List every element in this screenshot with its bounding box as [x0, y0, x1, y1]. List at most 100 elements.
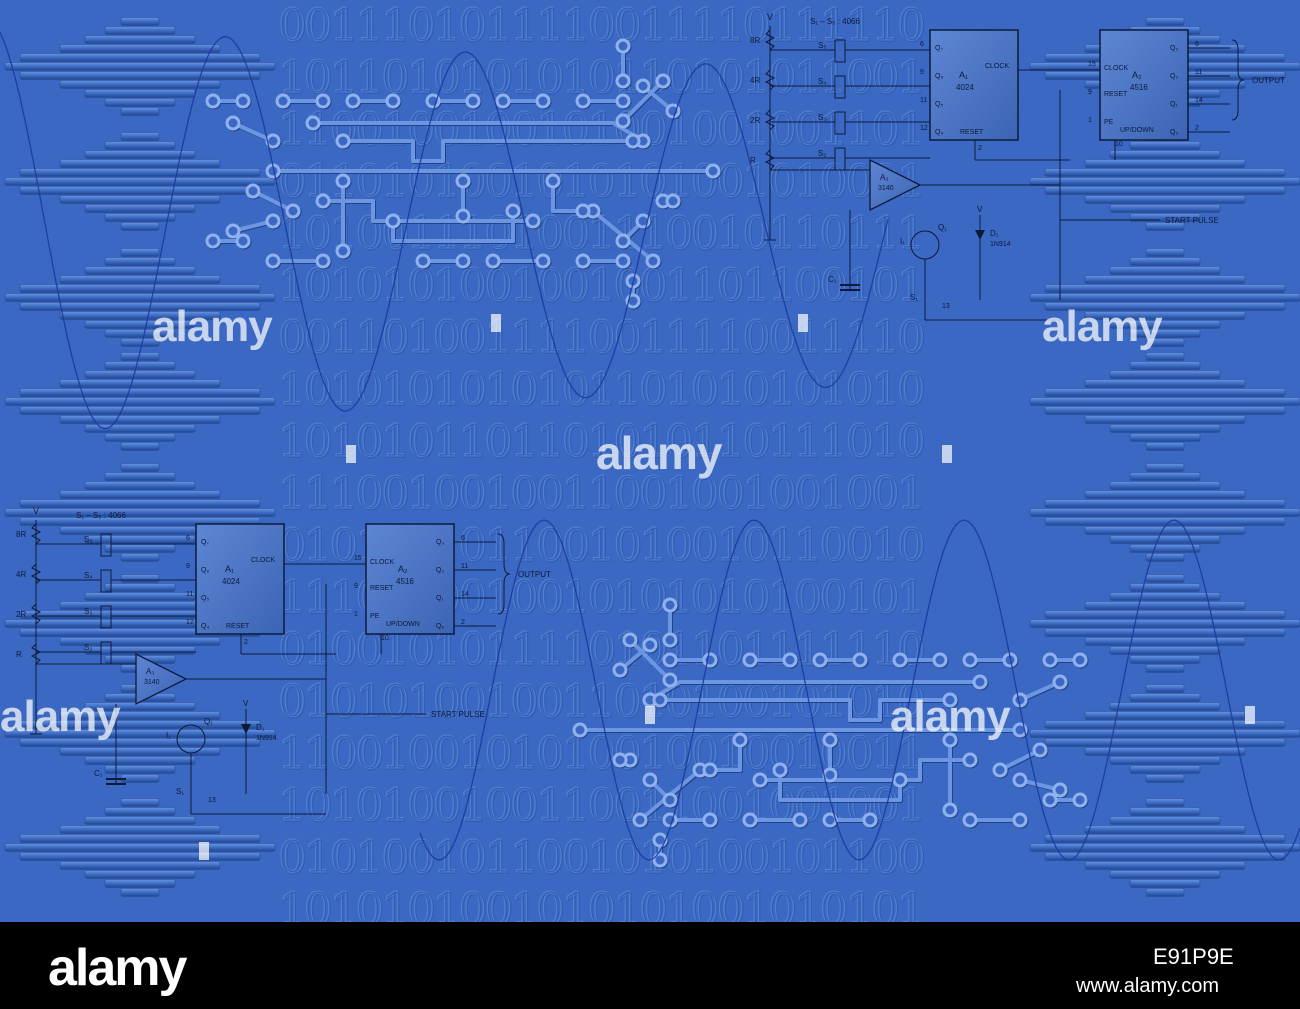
chip-name: A₂: [1132, 70, 1142, 80]
stepped-bar: [59, 159, 221, 168]
stepped-bar: [59, 275, 221, 284]
solder-pad: [635, 213, 651, 229]
stepped-bar: [19, 720, 261, 729]
stepped-bar: [1084, 159, 1246, 168]
stepped-bar: [1129, 807, 1201, 816]
stepped-bar: [104, 807, 176, 816]
solder-pad: [245, 183, 261, 199]
solder-pad: [572, 722, 588, 738]
chip-name: A₁: [225, 564, 234, 574]
pin-label: Q₃: [1170, 45, 1178, 52]
solder-pad: [545, 173, 561, 189]
stepped-bar: [1044, 186, 1286, 195]
pin-label: CLOCK: [370, 559, 394, 566]
binary-row-shadow: 1010101101101010110111010: [280, 418, 925, 469]
stepped-bar: [19, 499, 261, 508]
stepped-bar: [84, 481, 196, 490]
stepped-bar: [104, 213, 176, 222]
pin-number: 6: [186, 535, 190, 542]
solder-pad: [662, 792, 678, 808]
solder-pad: [932, 652, 948, 668]
chip-part: 4024: [956, 83, 974, 92]
solder-pad: [315, 193, 331, 209]
solder-pad: [465, 93, 481, 109]
stepped-bar: [1084, 711, 1246, 720]
stepped-bar: [1029, 293, 1300, 302]
analog-switch: [834, 39, 846, 63]
trace: [778, 768, 902, 802]
solder-pad: [962, 752, 978, 768]
solder-pad: [662, 632, 678, 648]
solder-pad: [632, 812, 648, 828]
pin-number: 6: [920, 41, 924, 48]
binary-row: 1010101010101101010101010: [278, 364, 923, 415]
stepped-bar: [19, 186, 261, 195]
trace: [758, 758, 972, 782]
solder-pad: [455, 253, 471, 269]
alamy-logo: alamy: [48, 939, 187, 997]
solder-pad: [702, 812, 718, 828]
pin-label: Q₄: [201, 623, 209, 630]
pcb-traces: [205, 38, 1088, 868]
stepped-bar: [1044, 284, 1286, 293]
solder-pad: [705, 163, 721, 179]
stepped-bar: [120, 774, 160, 783]
pin-number: 9: [186, 563, 190, 570]
trace: [551, 179, 585, 213]
binary-row-shadow: 0011101011110011110111110: [280, 2, 925, 53]
solder-pad: [742, 812, 758, 828]
stepped-bar: [1145, 574, 1185, 583]
resistor-label: 8R: [16, 530, 26, 539]
watermark-fragment: [645, 706, 655, 724]
pin-number: 6: [1195, 41, 1199, 48]
stepped-bar: [1145, 248, 1185, 257]
resistor-label: 4R: [750, 76, 760, 85]
stepped-bar: [1145, 222, 1185, 231]
solder-pad: [305, 115, 321, 131]
stepped-bar: [120, 888, 160, 897]
stepped-bar: [1109, 424, 1221, 433]
solder-pad: [1072, 792, 1088, 808]
opamp-name: A₃: [146, 667, 155, 676]
solder-pad: [732, 732, 748, 748]
pin-label: Q₁: [436, 595, 444, 602]
pin-number: 10: [381, 635, 389, 642]
solder-pad: [642, 772, 658, 788]
binary-row-shadow: 1010101001010101001010101: [280, 886, 925, 923]
pin-number: 9: [354, 583, 358, 590]
stepped-bar: [1109, 756, 1221, 765]
solder-pad: [862, 812, 878, 828]
stepped-bar: [1129, 257, 1201, 266]
stepped-bar: [4, 293, 276, 302]
pin-label: Q₆: [201, 567, 209, 574]
pin-label: RESET: [370, 585, 394, 592]
stepped-bar: [19, 738, 261, 747]
stepped-bar: [120, 132, 160, 141]
resistor-label: 8R: [750, 36, 760, 45]
solder-pad: [645, 253, 661, 269]
resistor: [764, 69, 776, 91]
analog-switch: [100, 569, 112, 593]
pin-label: Q₀: [1170, 129, 1178, 136]
pin-number: 2: [978, 145, 982, 152]
watermark: alamy: [1042, 302, 1163, 351]
stepped-bar: [4, 729, 276, 738]
solder-pad: [265, 253, 281, 269]
solder-pad: [455, 173, 471, 189]
stepped-bar: [1044, 388, 1286, 397]
stepped-bar: [1145, 774, 1185, 783]
pin-label: Q₅: [935, 101, 943, 108]
solder-pad: [495, 93, 511, 109]
pin-number: 14: [1195, 97, 1203, 104]
stepped-bar: [59, 415, 221, 424]
stepped-bar: [1129, 544, 1201, 553]
solder-pad: [1052, 782, 1068, 798]
switch-label: S₂: [84, 643, 92, 652]
solder-pad: [1042, 652, 1058, 668]
stepped-bar: [84, 756, 196, 765]
solder-pad: [615, 253, 631, 269]
stepped-bar: [59, 637, 221, 646]
resistor: [30, 603, 42, 625]
sine-waves: [0, 32, 1300, 861]
switch-part-label: S₁ – S₅ : 4066: [810, 17, 861, 26]
